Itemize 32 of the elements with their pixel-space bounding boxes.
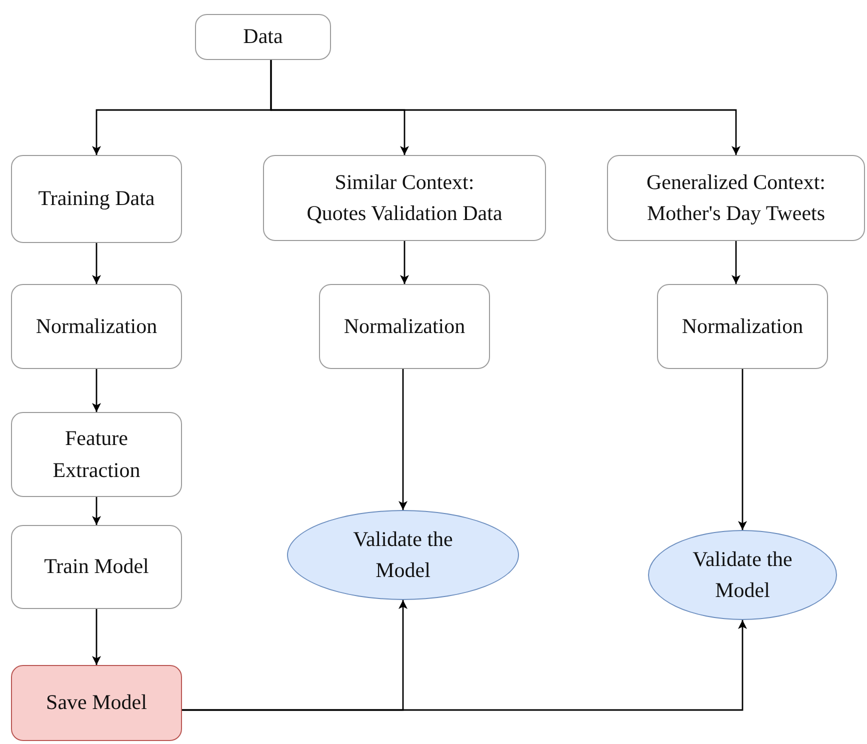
node-label: Generalized Context: Mother's Day Tweets bbox=[645, 168, 826, 227]
node-label: Similar Context: Quotes Validation Data bbox=[306, 168, 504, 227]
arrow bbox=[92, 369, 101, 412]
node-label: Validate the Model bbox=[352, 526, 454, 584]
node-label: Save Model bbox=[45, 689, 148, 716]
process-box bbox=[195, 14, 331, 60]
node-label: Train Model bbox=[43, 553, 150, 580]
process-box bbox=[11, 412, 182, 497]
arrow bbox=[400, 241, 409, 284]
arrow bbox=[398, 369, 408, 510]
node-label: Feature Extraction bbox=[52, 425, 142, 484]
process-box bbox=[11, 525, 182, 609]
node-label: Training Data bbox=[37, 185, 156, 212]
process-box bbox=[657, 284, 828, 369]
arrow bbox=[92, 243, 101, 284]
arrow bbox=[92, 609, 101, 665]
save-box bbox=[11, 665, 182, 741]
node-label: Data bbox=[242, 23, 284, 50]
arrow bbox=[92, 497, 101, 525]
process-box bbox=[319, 284, 490, 369]
arrow bbox=[270, 60, 740, 155]
arrow bbox=[738, 369, 747, 530]
process-box bbox=[263, 155, 546, 241]
process-box bbox=[11, 155, 182, 243]
process-box bbox=[607, 155, 865, 241]
arrow bbox=[182, 620, 747, 711]
node-label: Normalization bbox=[680, 312, 804, 340]
node-label: Normalization bbox=[342, 312, 466, 340]
process-box bbox=[11, 284, 182, 369]
node-label: Normalization bbox=[34, 312, 158, 340]
arrow bbox=[732, 241, 740, 284]
node-label: Validate the Model bbox=[692, 546, 794, 604]
